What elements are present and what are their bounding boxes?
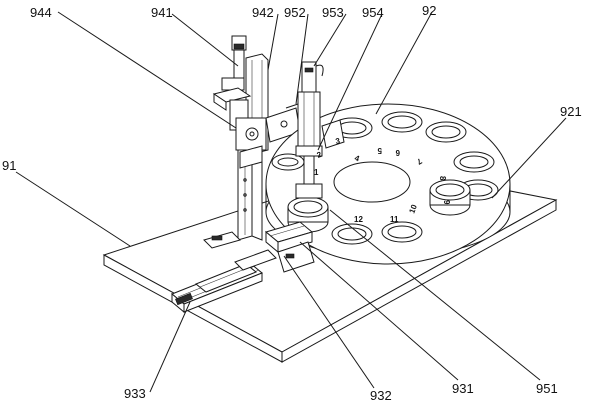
leader-lines [15,11,567,393]
linear-slide-rail [171,249,277,314]
callout-952: 952 [284,5,306,20]
callout-944: 944 [30,5,52,20]
pocket-number-5: 5 [377,146,382,155]
pocket-number-1: 1 [314,168,319,177]
callout-933: 933 [124,386,146,401]
callout-91: 91 [2,158,16,173]
pocket-number-10: 10 [407,203,419,215]
callout-942: 942 [252,5,274,20]
pocket-number-12: 12 [354,215,363,224]
callout-954: 954 [362,5,384,20]
pocket-number-2: 2 [316,150,324,160]
vertical-stand [203,145,263,249]
lower-slide-block [264,221,315,273]
callout-932: 932 [370,388,392,403]
pocket-number-8: 8 [438,176,447,181]
press-cylinder [285,61,345,199]
pocket-numbers: 1 2 3 4 5 6 7 8 9 10 11 12 [314,136,451,224]
upper-cylinder-assembly [212,35,301,169]
pocket-number-11: 11 [390,215,399,224]
callout-labels: 944 941 942 952 953 954 92 91 921 933 93… [2,3,582,403]
pocket-number-9: 9 [442,200,451,205]
callout-951: 951 [536,381,558,396]
pocket-number-6: 6 [395,148,400,157]
callout-953: 953 [322,5,344,20]
callout-92: 92 [422,3,436,18]
callout-941: 941 [151,5,173,20]
callout-921: 921 [560,104,582,119]
pocket-number-3: 3 [335,136,341,146]
pocket-number-4: 4 [353,153,361,163]
callout-931: 931 [452,381,474,396]
pocket-number-7: 7 [415,156,424,166]
